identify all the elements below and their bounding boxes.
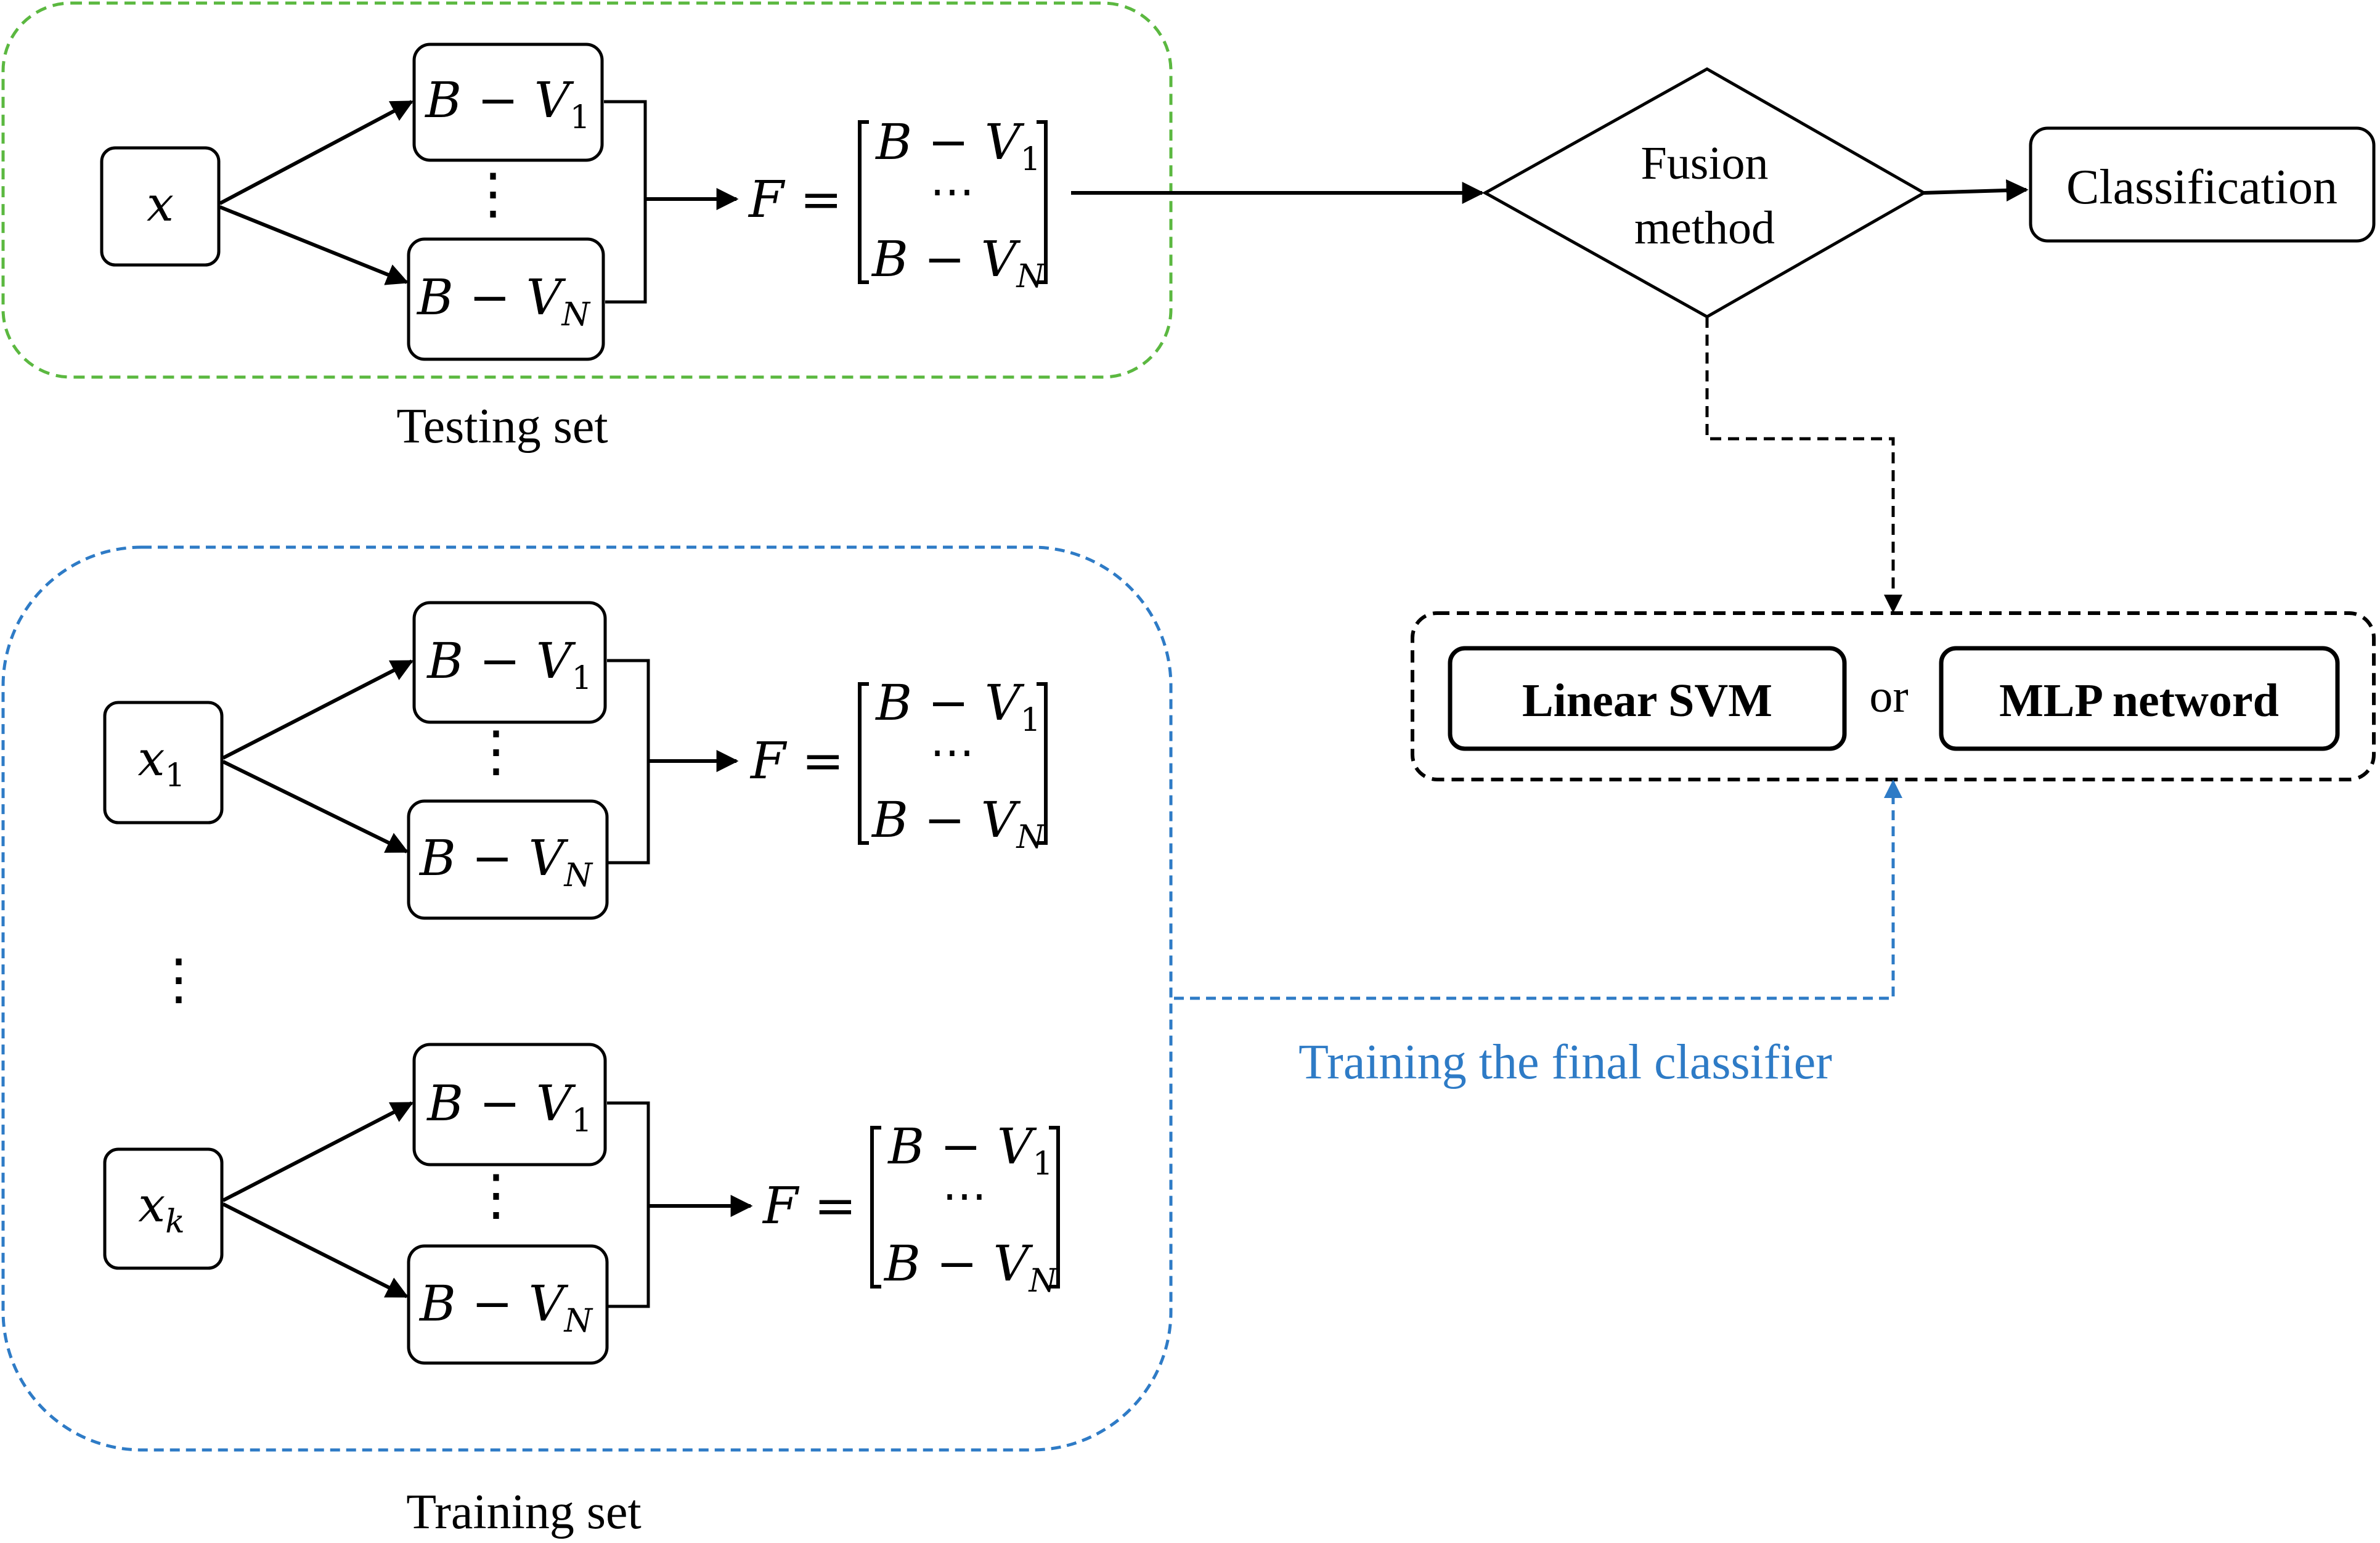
training1-vdots: ⋮ [468, 719, 524, 784]
fusion-label-line1: Fusion [1641, 137, 1769, 189]
linear-svm-box [1448, 646, 1847, 751]
training1-matrix-left-bracket [858, 682, 869, 845]
trainingk-bvn-label: B − VN [418, 1275, 593, 1340]
testing-bracket-connector [604, 100, 647, 304]
trainingk-bvn-box [407, 1244, 609, 1365]
trainingk-bv1-box [412, 1043, 607, 1166]
testing-matrix-right-bracket [1037, 120, 1048, 284]
training1-matrix-row2: ⋯ [930, 726, 974, 778]
testing-arrow-to-bvn [219, 205, 409, 285]
classification-box [2029, 126, 2376, 243]
training1-feature-lhs: F = [749, 732, 844, 791]
training-input-1-box [103, 701, 224, 824]
classifier-options-group: Linear SVM or MLP netword [1411, 611, 2376, 781]
classification-label: Classification [2066, 160, 2337, 214]
training-set-label: Training set [406, 1485, 642, 1539]
training-group-1: x1 B − V1 ⋮ B − VN F = B − V1 ⋯ B − VN [103, 601, 1048, 920]
trainingk-feature-matrix: F = B − V1 ⋯ B − VN [762, 1118, 1060, 1300]
mlp-network-label: MLP netword [1999, 675, 2279, 727]
testing-set-group: x B − V1 ⋮ B − VN F = B − V1 ⋯ B − VN Te… [1, 1, 1173, 454]
fusion-diamond [1481, 67, 1928, 319]
testing-input-box [100, 146, 221, 267]
testing-feature-lhs: F = [748, 171, 842, 229]
testing-arrow-to-bv1 [219, 100, 414, 205]
classification-node: Classification [2029, 126, 2376, 243]
training-input-k-box [103, 1147, 224, 1270]
training-input-k-label: xk [138, 1178, 185, 1240]
training1-arrow-to-bvn [222, 760, 409, 853]
trainingk-vdots: ⋮ [468, 1163, 524, 1227]
training1-matrix-row3: B − VN [871, 791, 1045, 856]
trainingk-matrix-right-bracket [1049, 1126, 1060, 1289]
trainingk-matrix-row2: ⋯ [942, 1170, 987, 1221]
trainingk-arrow-to-bv1 [222, 1101, 414, 1202]
testing-input-label: x [147, 177, 174, 232]
arrow-to-classification [1923, 179, 2029, 202]
testing-matrix-row3: B − VN [871, 230, 1045, 295]
trainingk-matrix-row1: B − V1 [887, 1118, 1053, 1183]
testing-vdots: ⋮ [465, 161, 521, 226]
training-set-frame [1, 545, 1173, 1452]
training-input-1-label: x1 [137, 731, 185, 794]
testing-matrix-row2: ⋯ [930, 165, 974, 217]
training1-bvn-box [407, 799, 609, 920]
testing-matrix-left-bracket [858, 120, 869, 284]
trainingk-bv1-label: B − V1 [426, 1075, 592, 1139]
trainingk-arrow-to-bvn [222, 1202, 409, 1298]
training1-bracket-connector [607, 659, 650, 865]
trainingk-matrix-row3: B − VN [883, 1235, 1058, 1300]
training-group-k: xk B − V1 ⋮ B − VN F = B − V1 ⋯ B − VN [103, 1043, 1060, 1365]
training-link-label: Training the final classifier [1298, 1035, 1832, 1089]
training1-arrow-to-bv1 [222, 659, 414, 760]
testing-set-label: Testing set [396, 399, 608, 454]
testing-bvn-label: B − VN [416, 269, 590, 333]
training1-bv1-box [412, 601, 607, 724]
testing-bvn-box [407, 237, 605, 361]
testing-bv1-box [412, 43, 604, 162]
training1-bvn-label: B − VN [418, 829, 593, 894]
training-between-vdots: ⋮ [151, 947, 206, 1012]
testing-matrix-row1: B − V1 [874, 113, 1041, 178]
fusion-method-node: Fusion method [1481, 67, 1928, 319]
trainingk-matrix-left-bracket [870, 1126, 881, 1289]
or-separator: or [1869, 670, 1908, 722]
training1-matrix-right-bracket [1037, 682, 1048, 845]
trainingk-bracket-connector [607, 1101, 650, 1308]
testing-set-frame [1, 1, 1173, 379]
training-set-group: x1 B − V1 ⋮ B − VN F = B − V1 ⋯ B − VN ⋮ [1, 545, 1173, 1539]
fusion-label-line2: method [1634, 202, 1775, 254]
training-link-dashed [1174, 780, 1902, 1000]
testing-bv1-label: B − V1 [424, 71, 590, 136]
testing-feature-matrix: F = B − V1 ⋯ B − VN [748, 113, 1048, 295]
fusion-to-classifiers-dashed [1705, 317, 1902, 613]
linear-svm-label: Linear SVM [1522, 675, 1772, 727]
trainingk-feature-lhs: F = [762, 1177, 857, 1236]
training1-bv1-label: B − V1 [426, 632, 592, 697]
training1-matrix-row1: B − V1 [874, 674, 1041, 739]
mlp-network-box [1939, 646, 2340, 751]
training1-feature-matrix: F = B − V1 ⋯ B − VN [749, 674, 1048, 856]
